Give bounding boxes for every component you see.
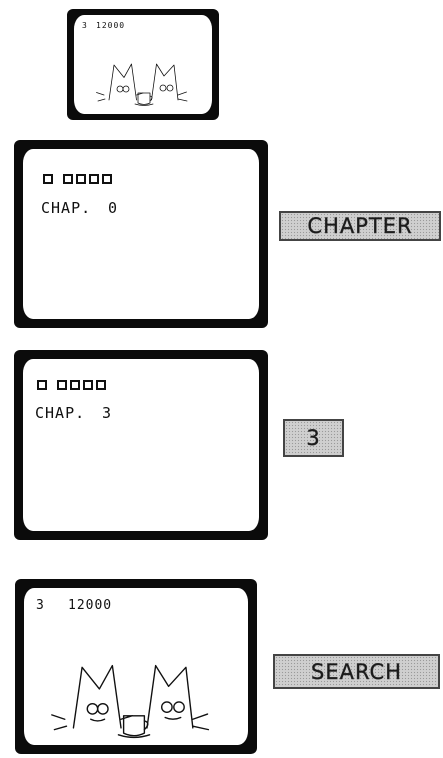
blank-boxes-row (37, 380, 106, 390)
chapter-label: CHAP. (35, 404, 85, 422)
cats-with-cup-illustration (94, 55, 194, 107)
blank-box (43, 174, 53, 184)
blank-box (70, 380, 80, 390)
chapter-value: 0 (108, 199, 118, 217)
tv-panel-3: CHAP. 3 (14, 350, 268, 540)
cats-with-cup-illustration (34, 650, 234, 740)
chapter-value: 3 (102, 404, 112, 422)
blank-box (57, 380, 67, 390)
tv-screen-1: 3 12000 (74, 15, 212, 114)
chapter-button[interactable]: CHAPTER (279, 211, 441, 241)
score-right: 12000 (96, 21, 125, 30)
score-right: 12000 (68, 598, 112, 613)
score-left: 3 (36, 598, 45, 613)
blank-box (96, 380, 106, 390)
tv-panel-2: CHAP. 0 (14, 140, 268, 328)
score-left: 3 (82, 21, 88, 30)
tv-panel-1: 3 12000 (67, 9, 219, 120)
blank-boxes-row (43, 174, 112, 184)
blank-box (76, 174, 86, 184)
number-button-label: 3 (306, 426, 320, 450)
tv-screen-4: 3 12000 (24, 588, 248, 745)
tv-screen-3: CHAP. 3 (23, 359, 259, 531)
blank-box (83, 380, 93, 390)
blank-box (89, 174, 99, 184)
blank-box (37, 380, 47, 390)
blank-box (102, 174, 112, 184)
chapter-label: CHAP. (41, 199, 91, 217)
tv-screen-2: CHAP. 0 (23, 149, 259, 319)
search-button-label: SEARCH (311, 660, 402, 684)
number-button[interactable]: 3 (283, 419, 344, 457)
blank-box (63, 174, 73, 184)
chapter-button-label: CHAPTER (307, 214, 412, 238)
search-button[interactable]: SEARCH (273, 654, 440, 689)
tv-panel-4: 3 12000 (15, 579, 257, 754)
